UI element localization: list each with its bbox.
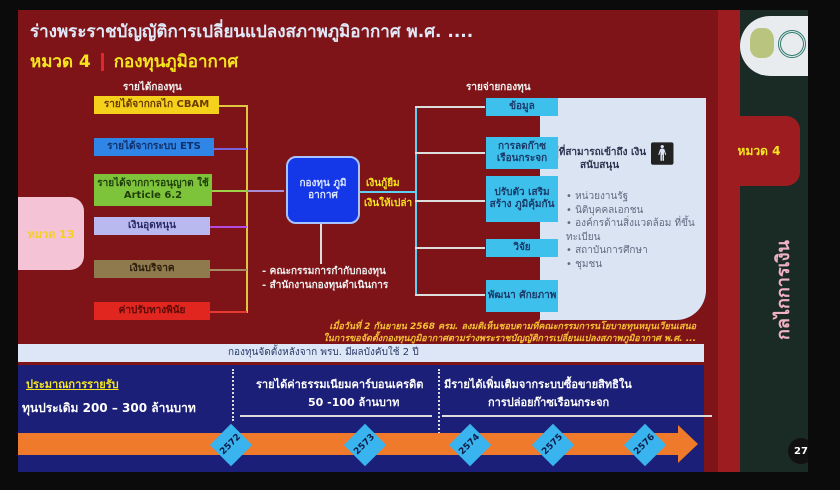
phase2-line2: การปล่อยก๊าซเรือนกระจก	[488, 396, 610, 409]
red-strip	[718, 10, 742, 472]
connector	[246, 105, 248, 313]
timeline-arrow-head	[678, 425, 698, 463]
phase1-line2: 50 -100 ล้านบาท	[308, 396, 400, 409]
expense-item-capacity: พัฒนา ศักยภาพ	[486, 280, 558, 312]
connector	[415, 152, 485, 154]
agency-logo-icon	[778, 30, 806, 58]
expense-item-data: ข้อมูล	[486, 98, 558, 116]
government-emblem-icon	[750, 28, 774, 58]
climate-fund-box: กองทุน ภูมิอากาศ	[286, 156, 360, 224]
connector	[210, 269, 247, 271]
establishment-banner: กองทุนจัดตั้งหลังจาก พรบ. มีผลบังคับใช้ …	[18, 344, 704, 362]
connector	[415, 200, 485, 202]
banner-text: กองทุนจัดตั้งหลังจาก พรบ. มีผลบังคับใช้ …	[228, 347, 419, 358]
eligible-item: • นิติบุคคลเอกชน	[566, 204, 644, 216]
cabinet-note: เมื่อวันที่ 2 กันยายน 2568 ครม. ลงมติเห็…	[176, 322, 696, 345]
page-number: 27	[788, 438, 808, 464]
expense-item-adaptation: ปรับตัว เสริมสร้าง ภูมิคุ้มกัน	[486, 176, 558, 222]
eligible-item: • ชุมชน	[566, 258, 603, 270]
connector	[214, 148, 247, 150]
eligible-list: • หน่วยงานรัฐ • นิติบุคคลเอกชน • องค์กรด…	[566, 190, 701, 271]
vertical-label: กลไกการเงิน	[773, 240, 794, 340]
timeline-heading: ประมาณการรายรับ	[26, 378, 119, 391]
year-marker: 2573	[343, 423, 387, 467]
eligible-title: ผู้ที่สามารถเข้าถึง เงินสนับสนุน	[552, 147, 647, 171]
initial-capital: ทุนประเดิม 200 – 300 ล้านบาท	[22, 401, 196, 415]
eligible-item: • หน่วยงานรัฐ	[566, 191, 629, 202]
right-tab-label: หมวด 4	[737, 143, 781, 158]
year-marker: 2576	[623, 423, 667, 467]
expense-header: รายจ่ายกองทุน	[466, 82, 531, 93]
logo-area	[740, 16, 808, 76]
slide: หมวด 4 กลไกการเงิน 27 ร่างพระราชบัญญัติก…	[18, 10, 808, 472]
people-icon: 🚹︎	[648, 142, 676, 167]
divider	[232, 369, 234, 421]
income-item-article62: รายได้จากการอนุญาต ใช้ Article 6.2	[94, 174, 212, 206]
income-item-ets: รายได้จากระบบ ETS	[94, 138, 214, 156]
eligible-item: • องค์กรด้านสิ่งแวดล้อม ที่ขึ้นทะเบียน	[566, 218, 695, 243]
connector	[415, 294, 485, 296]
phase1-line1: รายได้ค่าธรรมเนียมคาร์บอนเครดิต	[256, 378, 424, 391]
left-tab[interactable]: หมวด 13	[18, 197, 84, 270]
page-title: ร่างพระราชบัญญัติการเปลี่ยนแปลงสภาพภูมิอ…	[30, 22, 474, 42]
timeline-panel: ประมาณการรายรับ ทุนประเดิม 200 – 300 ล้า…	[18, 365, 712, 472]
chapter-name: กองทุนภูมิอากาศ	[113, 52, 239, 72]
expense-item-research: วิจัย	[486, 239, 558, 257]
connector	[246, 190, 284, 192]
connector	[210, 226, 247, 228]
governance-item: - สำนักงานกองทุนดำเนินการ	[262, 280, 389, 291]
loan-label: เงินกู้ยืม	[366, 178, 400, 189]
side-panel	[740, 10, 808, 472]
connector	[320, 224, 322, 264]
phase2-line1: มีรายได้เพิ่มเติมจากระบบซื้อขายสิทธิใน	[444, 378, 632, 391]
income-item-cbam: รายได้จากกลไก CBAM	[94, 96, 219, 114]
note-line: เมื่อวันที่ 2 กันยายน 2568 ครม. ลงมติเห็…	[329, 322, 696, 332]
connector	[415, 247, 485, 249]
eligible-item: • สถาบันการศึกษา	[566, 245, 648, 256]
governance-item: - คณะกรรมการกำกับกองทุน	[262, 266, 386, 277]
connector	[415, 106, 485, 108]
left-tab-label: หมวด 13	[27, 227, 75, 241]
income-item-fines: ค่าปรับทางพินัย	[94, 302, 210, 320]
income-header: รายได้กองทุน	[123, 82, 182, 93]
eligible-panel: ผู้ที่สามารถเข้าถึง เงินสนับสนุน 🚹︎ • หน…	[540, 98, 706, 320]
phase1-arrow	[240, 415, 432, 417]
connector	[210, 311, 247, 313]
year-marker: 2572	[209, 423, 253, 467]
income-item-donation: เงินบริจาค	[94, 260, 210, 278]
governance-list: - คณะกรรมการกำกับกองทุน - สำนักงานกองทุน…	[262, 265, 388, 293]
phase2-arrow	[442, 415, 712, 417]
right-tab[interactable]: หมวด 4	[718, 116, 800, 186]
year-marker: 2574	[448, 423, 492, 467]
note-line: ในการขอจัดตั้งกองทุนภูมิอากาศตามร่างพระร…	[323, 333, 696, 344]
divider	[100, 53, 104, 71]
grant-label: เงินให้เปล่า	[364, 198, 413, 209]
connector	[219, 105, 247, 107]
chapter-heading: หมวด 4 กองทุนภูมิอากาศ	[30, 48, 238, 75]
connector	[212, 190, 247, 192]
expense-item-ghg-reduction: การลดก๊าซ เรือนกระจก	[486, 137, 558, 169]
divider	[438, 369, 440, 437]
income-item-subsidy: เงินอุดหนุน	[94, 217, 210, 235]
year-marker: 2575	[531, 423, 575, 467]
connector	[360, 191, 415, 193]
chapter-number: หมวด 4	[30, 52, 91, 72]
